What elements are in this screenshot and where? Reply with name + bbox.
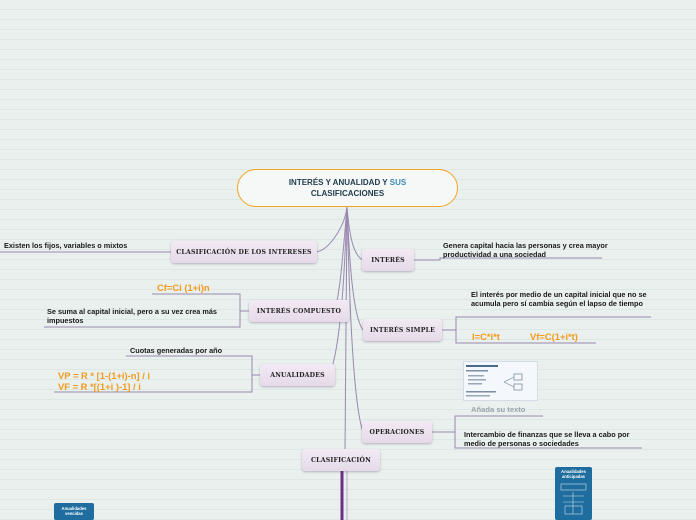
formula-simple-2[interactable]: Vf=C(1+i*t) xyxy=(530,331,578,343)
node-label: CLASIFICACIÓN xyxy=(311,457,371,464)
text-interes-desc[interactable]: Genera capital hacia las personas y crea… xyxy=(443,241,608,260)
node-anualidades[interactable]: ANUALIDADES xyxy=(260,364,335,386)
card-label: Anualidades anticipadas xyxy=(555,469,592,479)
node-label: CLASIFICACIÓN DE LOS INTERESES xyxy=(176,249,311,256)
card-anualidades-vencidas[interactable]: Anualidades vencidas xyxy=(54,503,94,520)
node-label: INTERÉS xyxy=(371,257,405,264)
text-simple-desc[interactable]: El interés por medio de un capital inici… xyxy=(471,290,651,309)
central-title-line2: CLASIFICACIONES xyxy=(311,189,384,198)
formula-interes-compuesto[interactable]: Cf=Ci (1+i)n xyxy=(157,282,210,294)
add-text-placeholder[interactable]: Añada su texto xyxy=(471,405,525,414)
formula-simple-1[interactable]: I=C*i*t xyxy=(472,331,500,343)
card-diagram-graphic xyxy=(557,482,590,518)
node-clasificacion-intereses[interactable]: CLASIFICACIÓN DE LOS INTERESES xyxy=(171,241,317,263)
card-anualidades-anticipadas[interactable]: Anualidades anticipadas xyxy=(555,467,592,520)
node-interes[interactable]: INTERÉS xyxy=(362,249,414,271)
node-label: INTERÉS COMPUESTO xyxy=(257,308,341,315)
image-thumbnail[interactable] xyxy=(463,361,538,401)
text-compuesto-desc[interactable]: Se suma al capital inicial, pero a su ve… xyxy=(47,307,232,326)
central-topic[interactable]: INTERÉS Y ANUALIDAD Y SUS CLASIFICACIONE… xyxy=(237,169,458,207)
node-operaciones[interactable]: OPERACIONES xyxy=(362,421,432,443)
node-interes-compuesto[interactable]: INTERÉS COMPUESTO xyxy=(249,300,349,322)
central-title-highlight: SUS xyxy=(390,178,406,187)
node-label: ANUALIDADES xyxy=(270,372,325,379)
card-label: Anualidades vencidas xyxy=(54,506,94,516)
node-label: OPERACIONES xyxy=(370,429,425,436)
text-fijos-variables[interactable]: Existen los fijos, variables o mixtos xyxy=(4,241,169,250)
central-title-line1: INTERÉS Y ANUALIDAD Y xyxy=(289,178,390,187)
thumbnail-graphic xyxy=(464,362,537,400)
text-anualidades-desc[interactable]: Cuotas generadas por año xyxy=(130,346,250,355)
text-operaciones-desc[interactable]: Intercambio de finanzas que se lleva a c… xyxy=(464,430,644,449)
node-label: INTERÉS SIMPLE xyxy=(370,327,435,334)
node-interes-simple[interactable]: INTERÉS SIMPLE xyxy=(363,319,442,341)
formula-vp[interactable]: VP = R * [1-(1+i)-n] / i xyxy=(58,370,150,382)
formula-vf[interactable]: VF = R *[(1+i )-1] / i xyxy=(58,381,141,393)
node-clasificacion[interactable]: CLASIFICACIÓN xyxy=(302,449,380,471)
